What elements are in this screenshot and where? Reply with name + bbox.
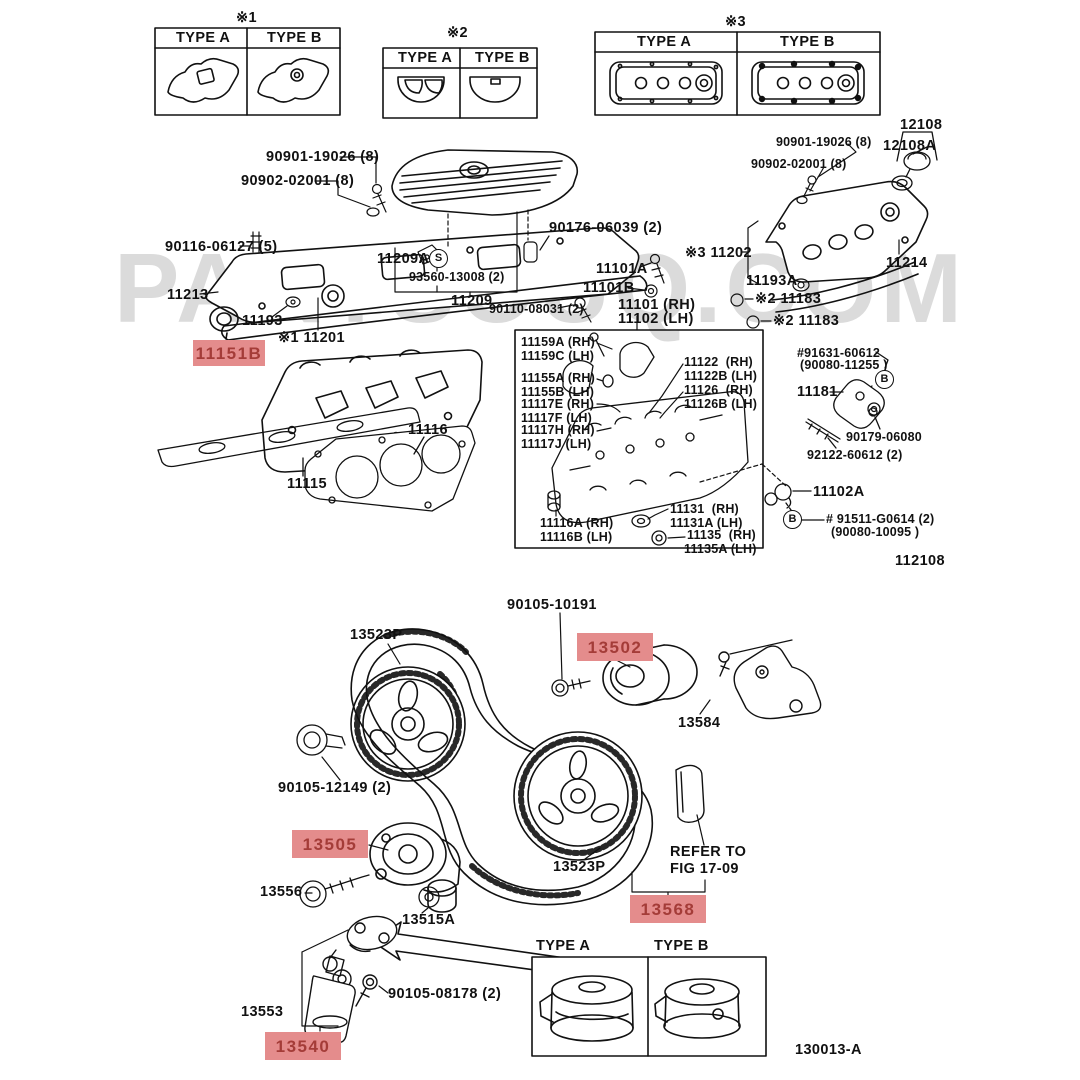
manifold-gasket-drawing — [157, 407, 421, 477]
engine-cover-drawing — [391, 149, 579, 265]
tensioner-pump-13540-drawing — [304, 915, 398, 1044]
crank-pulley-drawing — [513, 731, 643, 861]
sensor-11102A-drawing — [764, 483, 825, 521]
engine-cover-bracket-lines — [394, 211, 665, 331]
cylinder-head-rh-drawing — [547, 332, 749, 546]
idler-13502-drawing — [602, 644, 698, 706]
belt-piece-13568-drawing — [631, 764, 706, 896]
bracket-11181-drawing — [805, 351, 889, 449]
type-box-2-frame — [382, 47, 538, 119]
type-box-3-frame — [594, 31, 881, 116]
cylinder-head-rh-leaders — [555, 342, 787, 539]
valve-cover-left-drawing — [205, 227, 648, 341]
cylinder-head-group-box — [514, 329, 764, 549]
right-cover-leaders — [730, 143, 900, 329]
camshaft-seal-drawing — [209, 306, 239, 340]
pump-bracket-lines — [301, 929, 349, 1032]
bracket-13584-drawing — [699, 639, 822, 720]
pulley-bolt-drawing — [296, 724, 346, 781]
head-gasket-drawing — [304, 425, 476, 512]
oil-filler-cap-drawing — [891, 131, 938, 191]
type-box-4-frame — [531, 956, 767, 1057]
idler-bolt-90105-10191-drawing — [551, 612, 591, 697]
bolt-13556-drawing — [299, 874, 370, 908]
type-box-1-frame — [154, 27, 341, 116]
tensioner-13505-drawing — [368, 822, 461, 913]
cam-pulley-drawing — [350, 643, 466, 782]
washer-13515A-drawing — [418, 886, 440, 914]
left-cover-leaders — [199, 156, 387, 331]
valve-cover-right-drawing — [765, 180, 929, 313]
